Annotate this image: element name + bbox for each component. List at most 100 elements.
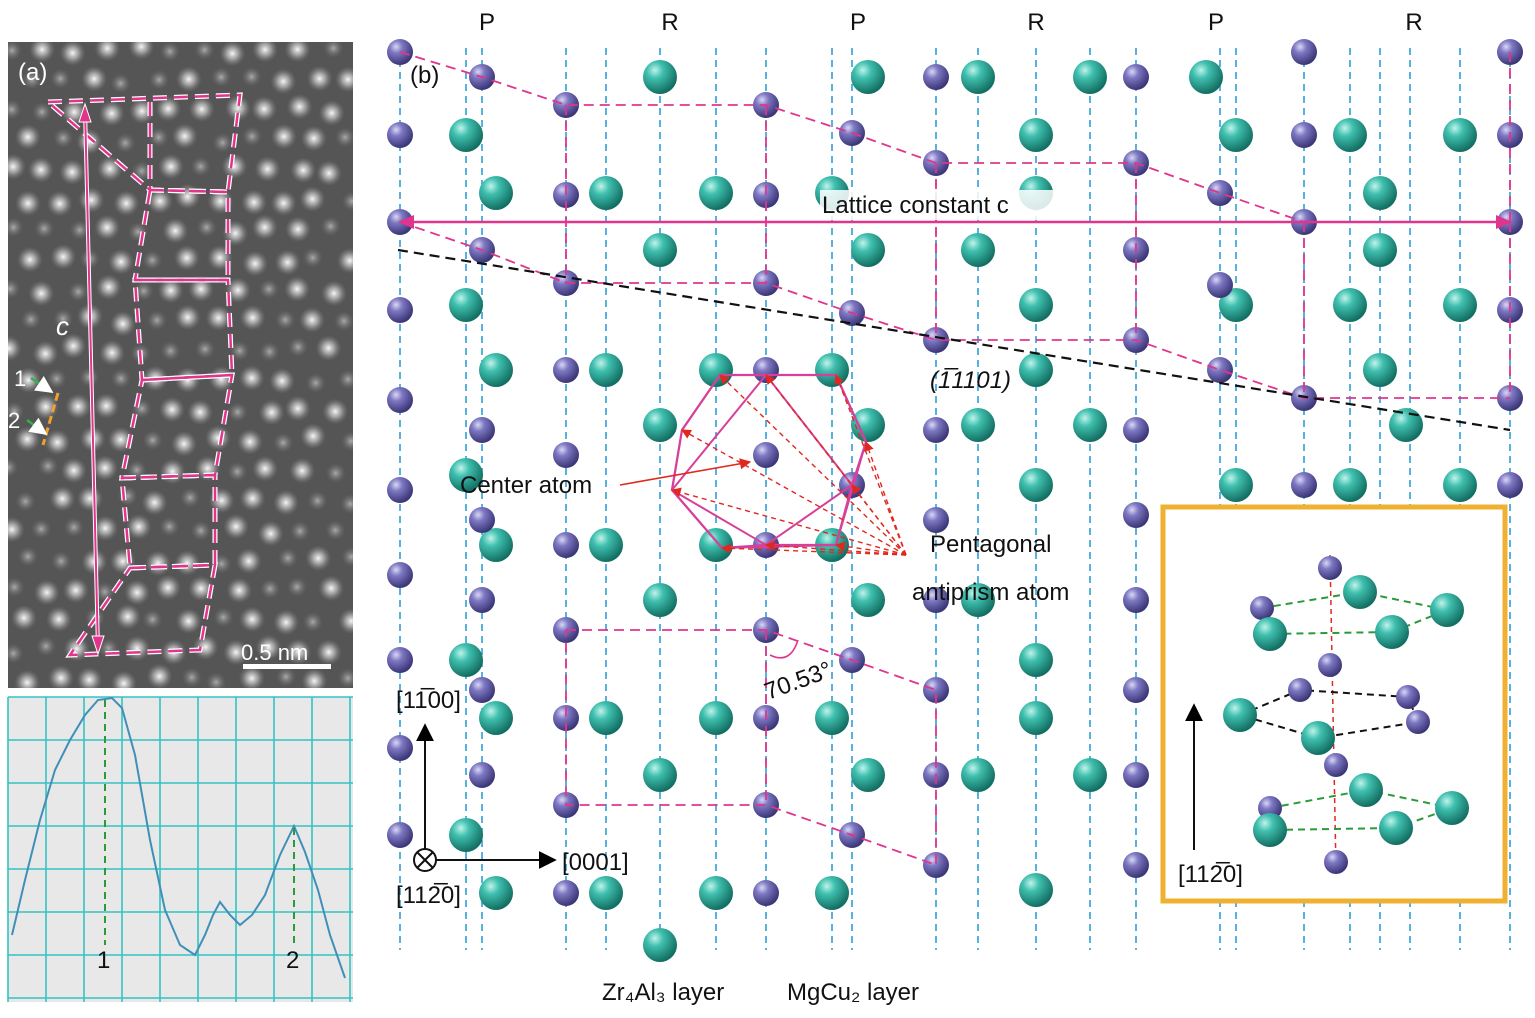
atom-column-blob xyxy=(285,638,312,665)
atom-column-blob xyxy=(337,668,353,688)
atom-column-blob xyxy=(76,128,103,155)
atom-column-blob xyxy=(128,42,155,60)
atom-column-blob xyxy=(284,276,311,302)
atom-column-blob xyxy=(258,399,285,426)
atom-column-blob xyxy=(252,455,278,482)
atom-column-blob xyxy=(50,243,77,270)
atom-column-blob xyxy=(307,490,328,511)
marker-1-arrow xyxy=(30,375,54,394)
profile-line xyxy=(41,392,60,446)
atom-column-blob xyxy=(341,431,353,452)
c-axis-arrow xyxy=(78,102,105,656)
zr-atom xyxy=(387,647,413,673)
lattice-constant-label: Lattice constant c xyxy=(822,192,1009,219)
zr-atom xyxy=(1123,64,1149,90)
al-atom xyxy=(449,643,483,677)
inset-al-atom xyxy=(1253,813,1287,847)
atom-column-blob xyxy=(8,401,25,422)
atom-column-blob xyxy=(321,280,347,307)
al-atom xyxy=(589,353,623,387)
atom-column-blob xyxy=(145,550,171,577)
peak-2-label: 2 xyxy=(286,947,299,974)
atom-column-blob xyxy=(276,666,296,687)
atom-column-blob xyxy=(68,281,89,302)
atom-column-blob xyxy=(81,65,108,92)
al-atom xyxy=(589,176,623,210)
inset-al-atom xyxy=(1253,617,1287,651)
al-atom xyxy=(1019,353,1053,387)
atom-column-blob xyxy=(251,214,278,241)
atom-column-blob xyxy=(15,491,36,512)
al-atom xyxy=(589,701,623,735)
atom-column-blob xyxy=(238,665,265,688)
atom-column-blob xyxy=(108,248,134,275)
al-atom xyxy=(1019,643,1053,677)
pentagonal-antiprism xyxy=(619,373,907,556)
atom-column-blob xyxy=(338,608,353,635)
atom-column-blob xyxy=(242,126,262,147)
atom-column-blob xyxy=(273,609,300,636)
inset-axis-label: [112̅0] xyxy=(1178,861,1243,888)
zr-atom xyxy=(1123,677,1149,703)
atom-column-blob xyxy=(290,521,310,542)
column-label-4: R xyxy=(1027,9,1044,36)
atom-column-blob xyxy=(323,42,344,59)
atom-column-blob xyxy=(60,457,87,484)
lattice-constant-text: Lattice constant c xyxy=(822,192,1009,219)
atom-column-blob xyxy=(98,100,125,127)
atom-column-blob xyxy=(76,666,103,688)
atom-column-blob xyxy=(62,577,89,604)
atom-column-blob xyxy=(288,337,308,357)
zr-atom xyxy=(923,677,949,703)
atom-column-blob xyxy=(341,191,353,212)
scale-bar-label: 0.5 nm xyxy=(241,640,308,665)
al-atom xyxy=(589,528,623,562)
atom-column-blob xyxy=(195,339,215,359)
zr-atom xyxy=(387,122,413,148)
al-atom xyxy=(643,408,677,442)
atom-column-blob xyxy=(174,304,201,331)
stem-image-panel: (a) c 1 2 0.5 nm xyxy=(8,42,353,688)
atom-column-blob xyxy=(190,156,211,177)
atom-column-blob xyxy=(287,576,307,597)
zr-atom xyxy=(1207,272,1233,298)
angle-arc xyxy=(769,639,799,659)
zr-atom xyxy=(469,677,495,703)
plane-trace xyxy=(397,248,1511,432)
inset-zr-atom xyxy=(1250,596,1274,620)
atom-column-blob xyxy=(15,190,41,217)
atom-column-blob xyxy=(8,457,19,478)
atom-column-blob xyxy=(301,668,328,688)
intensity-profile: 1 2 xyxy=(7,696,353,1002)
atom-column-blob xyxy=(124,635,151,662)
atom-column-blob xyxy=(95,274,122,301)
al-atom xyxy=(851,60,885,94)
zr-atom xyxy=(553,442,579,468)
atom-column-blob xyxy=(213,607,234,628)
atom-column-blob xyxy=(338,369,353,390)
atom-column-blob xyxy=(114,603,141,630)
zr-atom xyxy=(469,587,495,613)
al-atom xyxy=(961,583,995,617)
atom-column-blob xyxy=(34,218,55,239)
atom-column-blob xyxy=(341,546,353,567)
atom-column-blob xyxy=(51,551,72,572)
zr-atom xyxy=(923,587,949,613)
atom-column-blob xyxy=(175,608,202,635)
zr-atom xyxy=(1123,762,1149,788)
atom-column-blob xyxy=(302,247,323,268)
zr-atom xyxy=(1291,472,1317,498)
al-atom xyxy=(479,176,513,210)
atom-column-blob xyxy=(14,669,41,688)
intensity-curve xyxy=(11,696,346,979)
al-atom xyxy=(961,408,995,442)
zr-atom xyxy=(469,507,495,533)
atom-column-blob xyxy=(77,485,103,512)
atom-column-blob xyxy=(16,246,43,273)
atom-column-blob xyxy=(142,430,163,451)
al-atom xyxy=(479,876,513,910)
atom-column-blob xyxy=(94,42,121,62)
al-atom xyxy=(699,876,733,910)
atom-column-blob xyxy=(322,398,349,425)
